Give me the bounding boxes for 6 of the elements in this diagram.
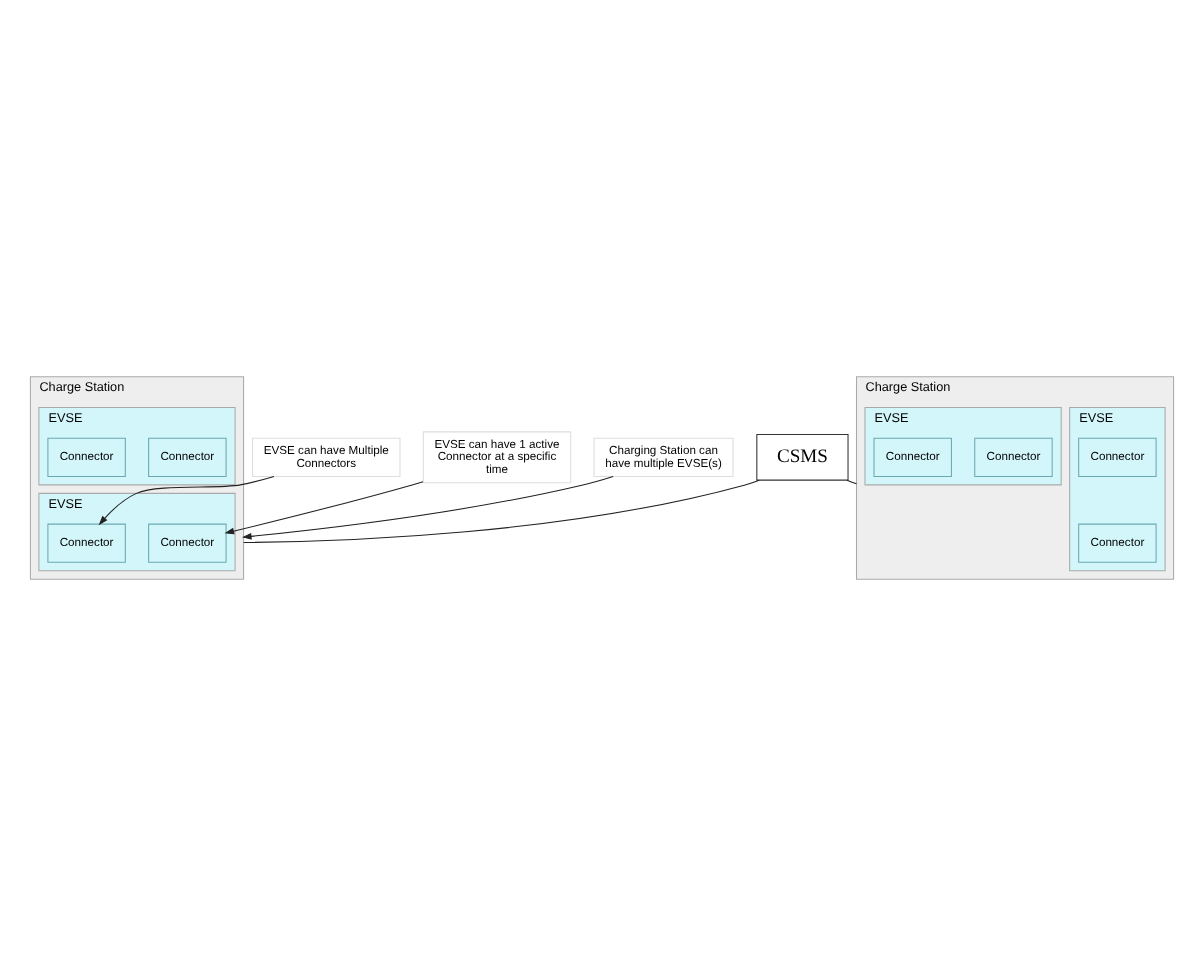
- node-box: CSMS: [756, 433, 849, 480]
- connector: [243, 478, 760, 542]
- connector: [846, 478, 858, 484]
- arrow: [241, 474, 614, 539]
- arrow: [224, 480, 424, 534]
- arrow: [98, 474, 275, 525]
